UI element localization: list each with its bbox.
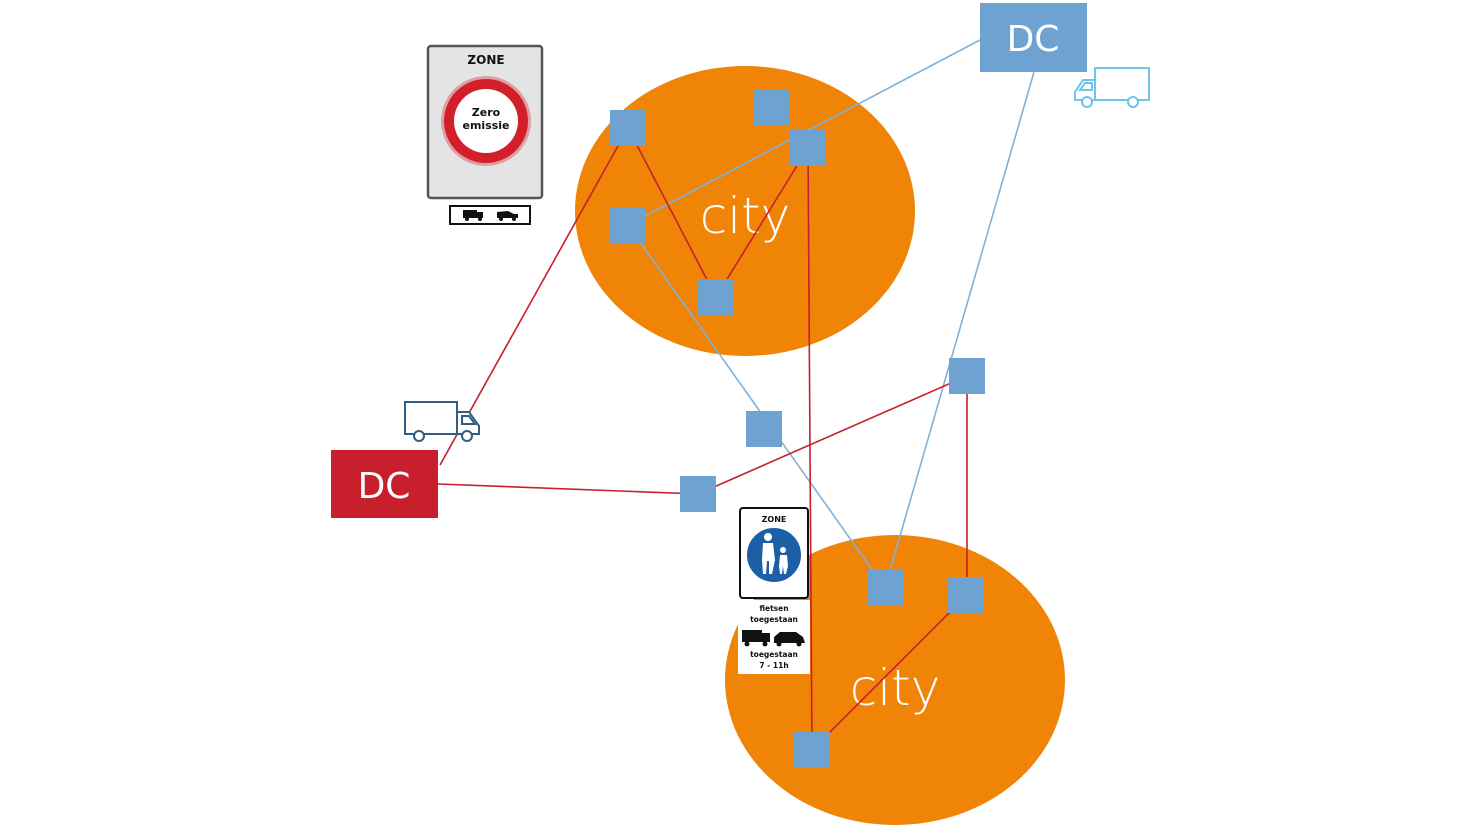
pedestrian-sign-header: ZONE xyxy=(762,515,787,524)
city-north-label: city xyxy=(700,187,791,245)
stop-middle-3 xyxy=(949,358,985,394)
red-routes xyxy=(437,127,968,751)
stop-south-1 xyxy=(867,570,903,606)
stop-north-4 xyxy=(610,207,646,243)
dc-red-label: DC xyxy=(358,466,411,507)
stop-middle-1 xyxy=(746,411,782,447)
stop-middle-2 xyxy=(680,476,716,512)
pedestrian-icon xyxy=(762,533,788,574)
city-north-area xyxy=(575,66,915,356)
dc-blue-label: DC xyxy=(1007,19,1060,60)
pedestrian-zone-sign: ZONE fietsen toegestaan toegestaan 7 - 1… xyxy=(738,507,810,674)
truck-icon xyxy=(463,210,483,221)
city-south-label: city xyxy=(850,659,941,717)
van-icon xyxy=(497,211,518,221)
delivery-truck-icon xyxy=(404,401,480,442)
zero-emission-sign-header: ZONE xyxy=(467,53,504,67)
pedestrian-sign-line3: toegestaan xyxy=(750,650,798,659)
car-icon xyxy=(774,632,805,647)
zero-emission-sign-line2: emissie xyxy=(462,119,509,132)
stops xyxy=(610,90,985,768)
stop-north-2 xyxy=(754,90,790,126)
delivery-truck-icon xyxy=(1074,67,1150,108)
pedestrian-sign-line4: 7 - 11h xyxy=(759,661,788,670)
stop-south-3 xyxy=(794,732,830,768)
pedestrian-sign-line2: toegestaan xyxy=(750,615,798,624)
zero-emission-sign: ZONE Zero emissie xyxy=(426,44,544,225)
stop-south-2 xyxy=(948,577,984,613)
dc-red-box xyxy=(331,450,438,518)
stop-north-3 xyxy=(790,130,826,166)
stop-north-1 xyxy=(610,110,646,146)
zero-emission-sign-line1: Zero xyxy=(472,106,501,119)
pedestrian-sign-line1: fietsen xyxy=(759,604,788,613)
stop-north-5 xyxy=(698,279,734,315)
truck-icon xyxy=(742,630,770,647)
dc-blue-box xyxy=(980,3,1087,72)
